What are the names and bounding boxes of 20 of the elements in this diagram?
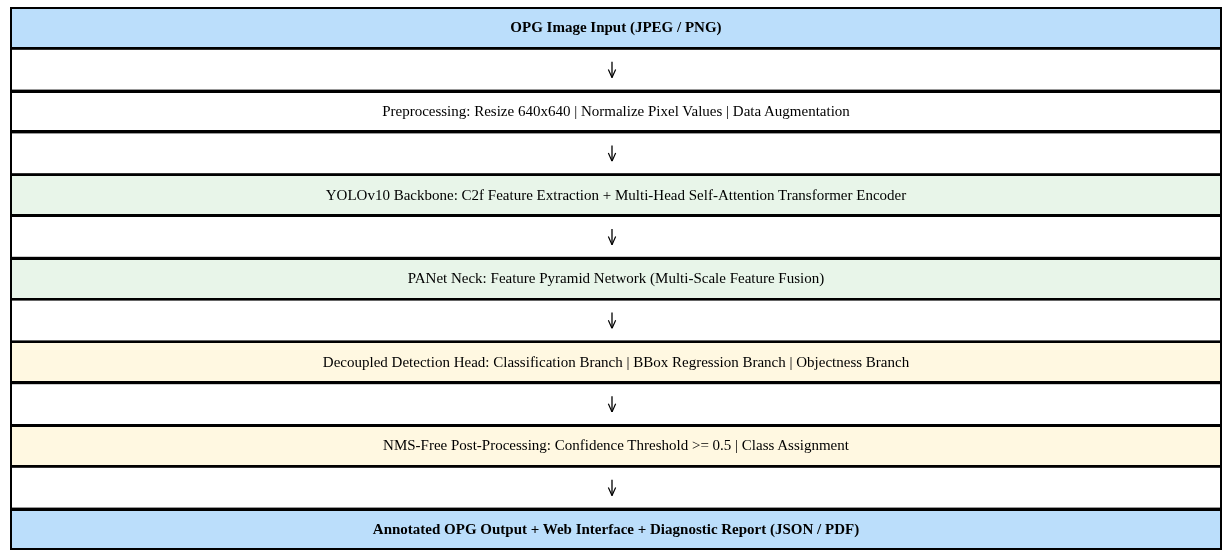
process-row [10, 174, 1222, 216]
process-row [10, 257, 1222, 300]
process-row [10, 425, 1222, 467]
arrow [607, 228, 617, 246]
process-row [10, 90, 1222, 133]
arrow [607, 395, 617, 413]
arrow [607, 61, 617, 79]
step-text: NMS-Free Post-Processing: Confidence Threshold >= 0.5 | Class Assignment [383, 437, 849, 455]
arrow [607, 479, 617, 497]
step-text: OPG Image Input (JPEG / PNG) [510, 19, 722, 37]
arrow [607, 311, 617, 330]
process-row [10, 508, 1222, 551]
process-row [10, 341, 1222, 384]
step-text: PANet Neck: Feature Pyramid Network (Multi-Scale Feature Fusion) [407, 270, 825, 288]
step-text: YOLOv10 Backbone: C2f Feature Extraction + Multi-Head Self-Attention Transformer Encoder [325, 186, 907, 204]
step-text: Preprocessing: Resize 640x640 | Normalize Pixel Values | Data Augmentation [382, 103, 850, 120]
arrow [607, 144, 617, 162]
step-text: Annotated OPG Output + Web Interface + Diagnostic Report (JSON / PDF) [372, 521, 860, 538]
step-text: Decoupled Detection Head: Classification Branch | BBox Regression Branch | Objectness Branch [322, 353, 910, 371]
process-row [10, 7, 1222, 49]
